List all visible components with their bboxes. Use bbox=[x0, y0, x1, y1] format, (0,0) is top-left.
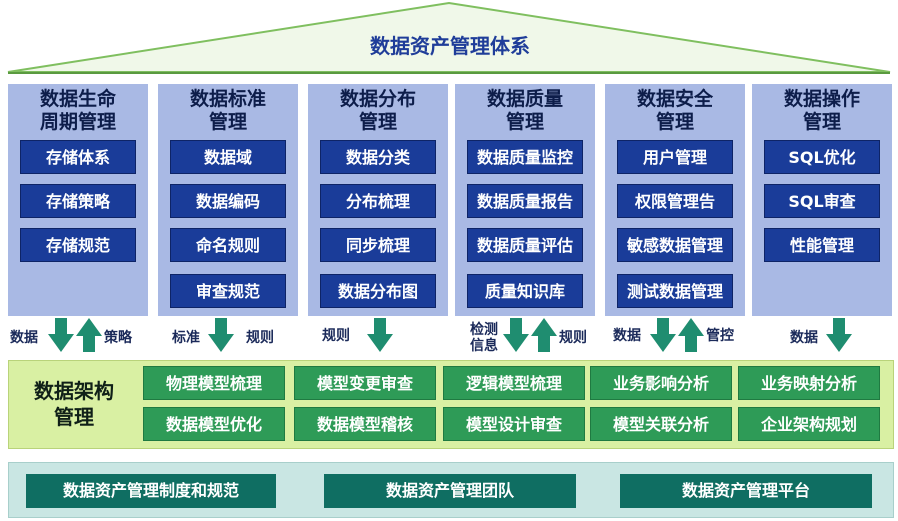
architecture-item: 逻辑模型梳理 bbox=[443, 366, 585, 400]
item-box: 数据编码 bbox=[170, 184, 286, 218]
architecture-item: 企业架构规划 bbox=[738, 407, 880, 441]
architecture-item: 业务映射分析 bbox=[738, 366, 880, 400]
item-box: 数据域 bbox=[170, 140, 286, 174]
item-box: 数据分类 bbox=[320, 140, 436, 174]
item-box: 敏感数据管理 bbox=[617, 228, 733, 262]
connector-label: 策略 bbox=[104, 330, 132, 346]
column-title: 数据生命 周期管理 bbox=[39, 88, 116, 133]
connector-label: 数据 bbox=[613, 328, 641, 344]
connector-label: 管控 bbox=[706, 328, 734, 344]
column-quality: 数据质量 管理 数据质量监控 数据质量报告 数据质量评估 质量知识库 bbox=[455, 84, 595, 316]
arrow-down-icon bbox=[367, 318, 393, 352]
connector-label: 规则 bbox=[246, 330, 274, 346]
item-box: 同步梳理 bbox=[320, 228, 436, 262]
architecture-item: 数据模型优化 bbox=[143, 407, 285, 441]
item-box: 存储规范 bbox=[20, 228, 136, 262]
architecture-item: 模型变更审查 bbox=[294, 366, 436, 400]
column-lifecycle: 数据生命 周期管理 存储体系 存储策略 存储规范 bbox=[8, 84, 148, 316]
column-title: 数据安全 管理 bbox=[636, 88, 713, 133]
roof-title: 数据资产管理体系 bbox=[370, 34, 530, 58]
architecture-item: 模型设计审查 bbox=[443, 407, 585, 441]
column-title: 数据操作 管理 bbox=[783, 88, 860, 133]
architecture-item: 模型关联分析 bbox=[590, 407, 732, 441]
arrow-down-icon bbox=[503, 318, 529, 352]
column-security: 数据安全 管理 用户管理 权限管理告 敏感数据管理 测试数据管理 bbox=[605, 84, 745, 316]
connector-label: 数据 bbox=[790, 330, 818, 346]
connector-label: 规则 bbox=[322, 328, 350, 344]
foundation-item: 数据资产管理团队 bbox=[324, 474, 576, 508]
column-title: 数据质量 管理 bbox=[486, 88, 563, 133]
arrow-down-icon bbox=[650, 318, 676, 352]
item-box: 存储策略 bbox=[20, 184, 136, 218]
item-box: 分布梳理 bbox=[320, 184, 436, 218]
item-box: 数据分布图 bbox=[320, 274, 436, 308]
connector-label: 标准 bbox=[172, 330, 200, 346]
foundation-item: 数据资产管理制度和规范 bbox=[26, 474, 276, 508]
arrow-up-icon bbox=[531, 318, 557, 352]
item-box: SQL审查 bbox=[764, 184, 880, 218]
item-box: 质量知识库 bbox=[467, 274, 583, 308]
item-box: 数据质量报告 bbox=[467, 184, 583, 218]
item-box: SQL优化 bbox=[764, 140, 880, 174]
column-standard: 数据标准 管理 数据域 数据编码 命名规则 审查规范 bbox=[158, 84, 298, 316]
item-box: 权限管理告 bbox=[617, 184, 733, 218]
connector-label: 检测 信息 bbox=[470, 322, 498, 354]
column-title: 数据分布 管理 bbox=[339, 88, 416, 133]
arrow-down-icon bbox=[208, 318, 234, 352]
arrow-down-icon bbox=[826, 318, 852, 352]
item-box: 数据质量评估 bbox=[467, 228, 583, 262]
architecture-title: 数据架构 管理 bbox=[34, 379, 114, 429]
arrow-down-icon bbox=[48, 318, 74, 352]
roof bbox=[7, 1, 891, 74]
item-box: 测试数据管理 bbox=[617, 274, 733, 308]
connector-label: 规则 bbox=[559, 330, 587, 346]
architecture-item: 业务影响分析 bbox=[590, 366, 732, 400]
item-box: 用户管理 bbox=[617, 140, 733, 174]
arrow-up-icon bbox=[678, 318, 704, 352]
item-box: 存储体系 bbox=[20, 140, 136, 174]
architecture-item: 数据模型稽核 bbox=[294, 407, 436, 441]
item-box: 审查规范 bbox=[170, 274, 286, 308]
column-distribution: 数据分布 管理 数据分类 分布梳理 同步梳理 数据分布图 bbox=[308, 84, 448, 316]
architecture-item: 物理模型梳理 bbox=[143, 366, 285, 400]
column-operation: 数据操作 管理 SQL优化 SQL审查 性能管理 bbox=[752, 84, 892, 316]
item-box: 数据质量监控 bbox=[467, 140, 583, 174]
item-box: 命名规则 bbox=[170, 228, 286, 262]
item-box: 性能管理 bbox=[764, 228, 880, 262]
arrow-up-icon bbox=[76, 318, 102, 352]
column-title: 数据标准 管理 bbox=[189, 88, 266, 133]
foundation-item: 数据资产管理平台 bbox=[620, 474, 872, 508]
connector-label: 数据 bbox=[10, 330, 38, 346]
